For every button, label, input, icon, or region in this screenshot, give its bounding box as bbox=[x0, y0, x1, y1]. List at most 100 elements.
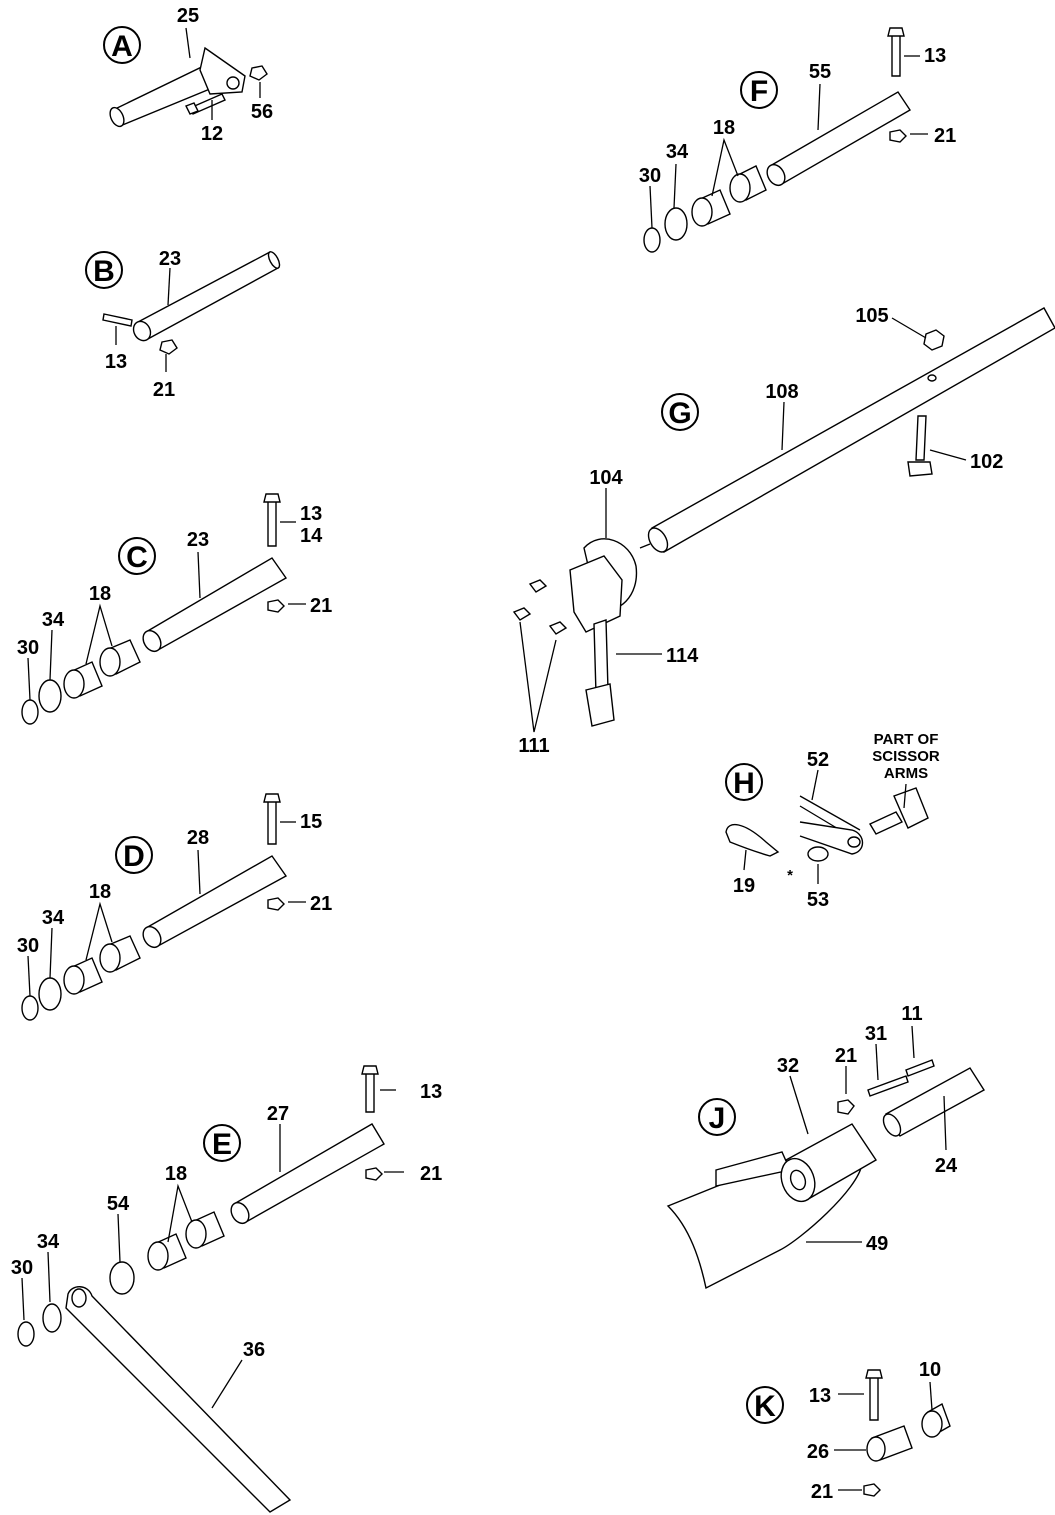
label-e-0: 13 bbox=[420, 1081, 442, 1103]
label-d-3: 18 bbox=[89, 881, 111, 903]
label-d-1: 28 bbox=[187, 827, 209, 849]
link-52 bbox=[799, 795, 864, 855]
section-f: F 13 55 21 18 34 30 bbox=[639, 27, 956, 253]
bolt-13 bbox=[267, 499, 277, 547]
pin-27 bbox=[233, 1123, 385, 1223]
bolt-12-head bbox=[185, 102, 199, 115]
arm-36 bbox=[65, 1286, 292, 1513]
label-e-4: 54 bbox=[107, 1193, 130, 1215]
section-b-letter: B bbox=[93, 255, 115, 288]
screw-111-b bbox=[512, 607, 532, 621]
label-j-3: 32 bbox=[777, 1055, 799, 1077]
nut-21 bbox=[863, 1483, 881, 1497]
bolt-13 bbox=[891, 33, 901, 77]
bolt-13 bbox=[365, 1071, 375, 1113]
nut-21 bbox=[159, 339, 178, 355]
section-c-marker bbox=[118, 537, 156, 575]
nut-21 bbox=[889, 129, 907, 143]
label-k-1: 10 bbox=[919, 1359, 941, 1381]
label-a-0: 25 bbox=[177, 5, 199, 27]
label-k-0: 13 bbox=[809, 1385, 831, 1407]
screw-111-c bbox=[548, 621, 568, 635]
section-g: G 105 108 102 104 114 111 bbox=[512, 305, 1055, 757]
section-f-letter: F bbox=[750, 75, 768, 108]
washer-34 bbox=[38, 679, 62, 713]
pin-23 bbox=[145, 557, 288, 651]
label-j-4: 24 bbox=[935, 1155, 958, 1177]
washer-34 bbox=[42, 1303, 62, 1333]
bolt-11 bbox=[905, 1059, 935, 1077]
label-f-5: 30 bbox=[639, 165, 661, 187]
label-f-0: 13 bbox=[924, 45, 946, 67]
hairpin-19 bbox=[725, 823, 780, 857]
bolt-31 bbox=[867, 1075, 909, 1097]
pin-28 bbox=[145, 855, 288, 947]
label-b-1: 13 bbox=[105, 351, 127, 373]
ring-30 bbox=[17, 1321, 35, 1347]
section-d-marker bbox=[115, 836, 153, 874]
bushing-18 bbox=[147, 1211, 225, 1271]
bolt-13 bbox=[869, 1375, 879, 1421]
washer-54 bbox=[109, 1261, 135, 1295]
section-j: J 11 31 21 32 24 49 bbox=[666, 1003, 985, 1290]
section-d-letter: D bbox=[123, 840, 145, 873]
label-c-3: 21 bbox=[310, 595, 332, 617]
label-b-0: 23 bbox=[159, 248, 181, 270]
label-j-2: 21 bbox=[835, 1045, 857, 1067]
label-e-6: 30 bbox=[11, 1257, 33, 1279]
label-f-1: 55 bbox=[809, 61, 831, 83]
label-k-3: 21 bbox=[811, 1481, 833, 1503]
label-e-3: 18 bbox=[165, 1163, 187, 1185]
ring-30 bbox=[21, 699, 39, 725]
scissor-pin bbox=[868, 811, 904, 835]
label-e-2: 21 bbox=[420, 1163, 442, 1185]
label-k-2: 26 bbox=[807, 1441, 829, 1463]
bushing-18 bbox=[63, 639, 141, 699]
label-d-0: 15 bbox=[300, 811, 322, 833]
washer-34 bbox=[664, 207, 688, 241]
label-h-0: 52 bbox=[807, 749, 829, 771]
section-e: E 13 27 21 18 54 34 30 36 bbox=[11, 1065, 442, 1513]
label-c-2: 23 bbox=[187, 529, 209, 551]
section-e-letter: E bbox=[212, 1128, 232, 1161]
label-a-2: 12 bbox=[201, 123, 223, 145]
bushing-18 bbox=[691, 165, 767, 227]
section-k-marker bbox=[746, 1386, 784, 1424]
note-h-2: ARMS bbox=[884, 765, 928, 782]
label-e-7: 36 bbox=[243, 1339, 265, 1361]
label-g-3: 104 bbox=[589, 467, 623, 489]
label-e-5: 34 bbox=[37, 1231, 60, 1253]
label-d-4: 34 bbox=[42, 907, 65, 929]
pin-55 bbox=[769, 91, 911, 185]
label-j-5: 49 bbox=[866, 1233, 888, 1255]
washer-34 bbox=[38, 977, 62, 1011]
sleeve-32 bbox=[780, 1123, 877, 1203]
nut-21 bbox=[267, 599, 285, 613]
screw-111-a bbox=[528, 579, 548, 593]
label-g-2: 102 bbox=[970, 451, 1003, 473]
section-g-letter: G bbox=[668, 397, 691, 430]
nut-21 bbox=[837, 1099, 855, 1115]
label-c-0: 13 bbox=[300, 503, 322, 525]
section-k: K 13 10 26 21 bbox=[746, 1359, 951, 1503]
label-g-1: 108 bbox=[765, 381, 798, 403]
nut-56 bbox=[249, 65, 268, 81]
section-d: D 15 28 21 18 34 30 bbox=[17, 793, 332, 1021]
section-h-marker bbox=[725, 763, 763, 801]
label-a-1: 56 bbox=[251, 101, 273, 123]
section-b: B 23 13 21 bbox=[85, 248, 281, 401]
bolt-102 bbox=[915, 415, 927, 461]
section-k-letter: K bbox=[754, 1390, 776, 1423]
section-j-marker bbox=[698, 1098, 736, 1136]
nut-21 bbox=[365, 1167, 383, 1181]
bolt-13 bbox=[102, 313, 133, 327]
label-f-4: 34 bbox=[666, 141, 689, 163]
section-g-marker bbox=[661, 393, 699, 431]
label-c-1: 14 bbox=[300, 525, 323, 547]
section-a: A 25 56 12 bbox=[103, 5, 273, 145]
label-d-5: 30 bbox=[17, 935, 39, 957]
label-j-1: 31 bbox=[865, 1023, 887, 1045]
label-d-2: 21 bbox=[310, 893, 332, 915]
label-c-4: 18 bbox=[89, 583, 111, 605]
